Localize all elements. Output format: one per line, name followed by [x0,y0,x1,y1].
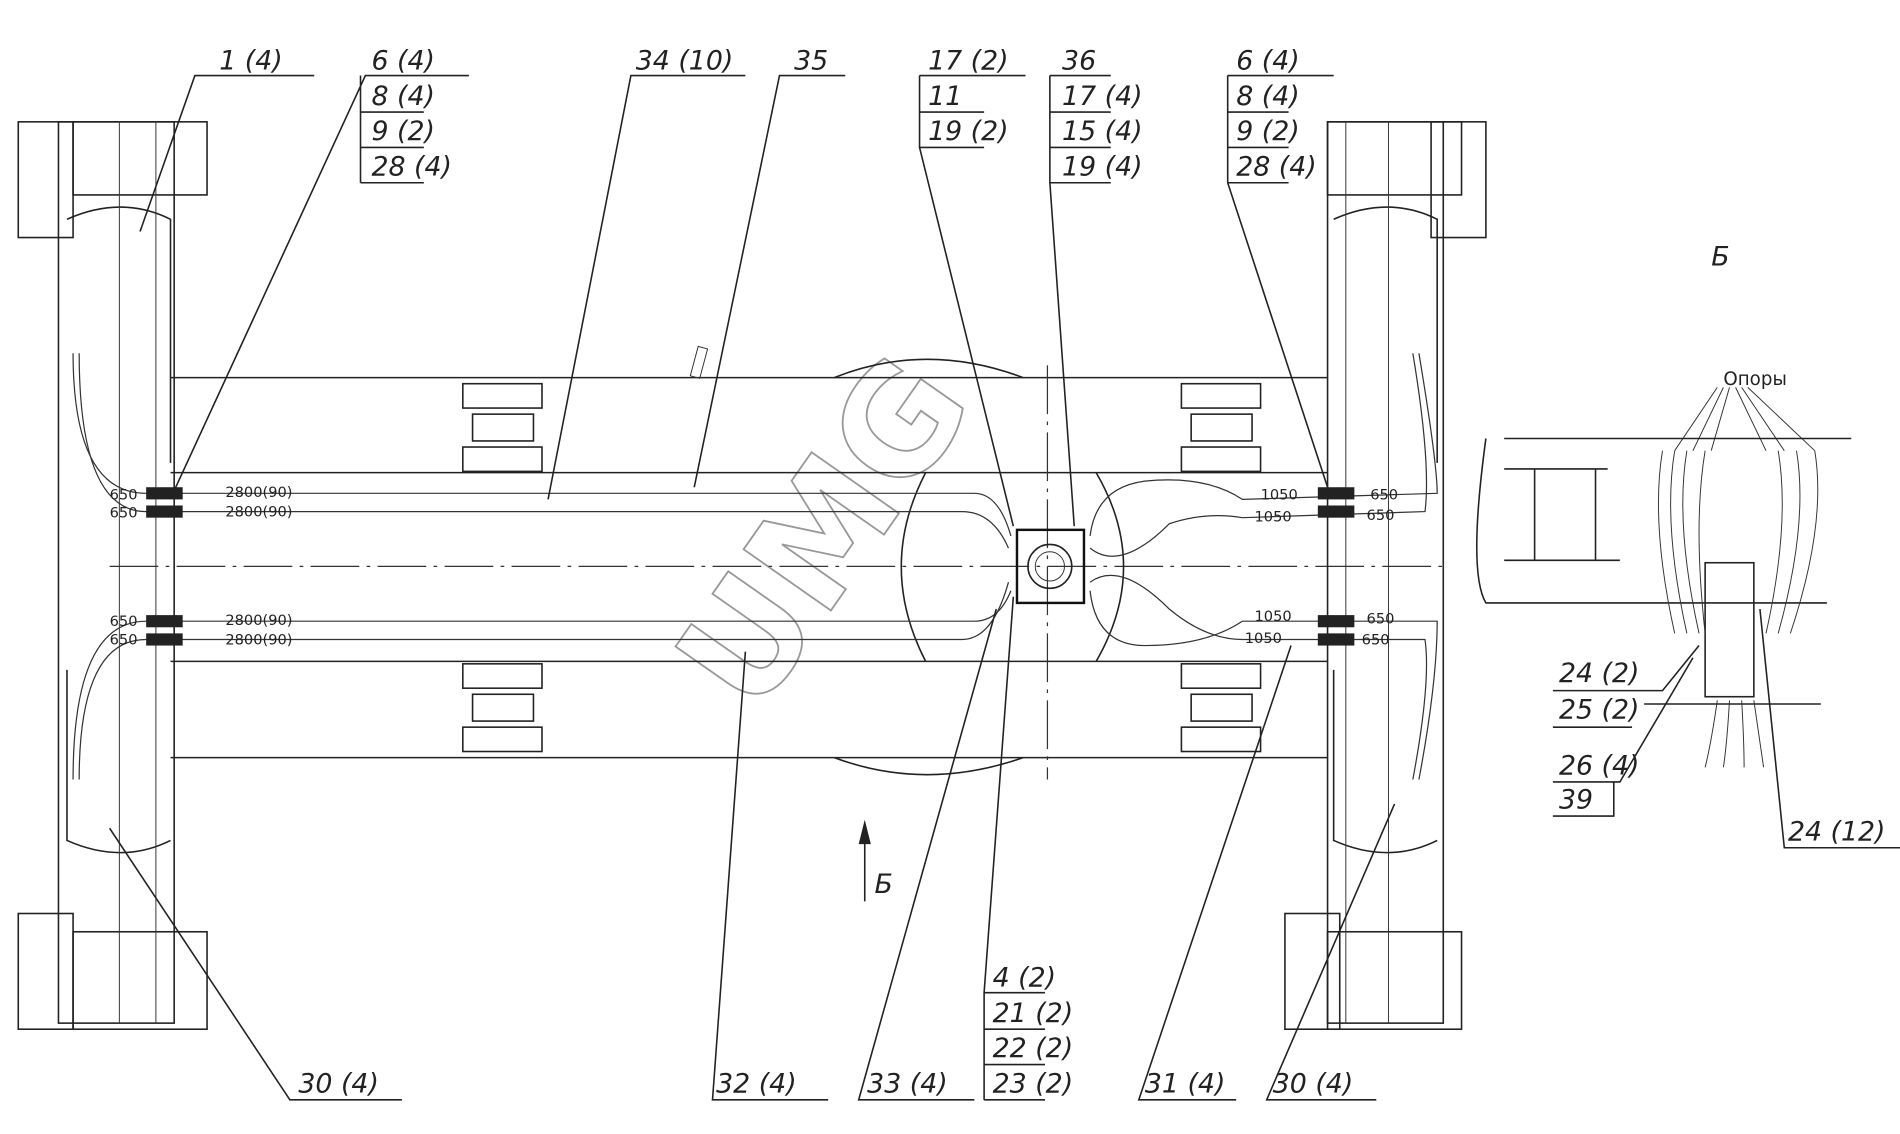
supports-label: Опоры [1723,369,1786,390]
callout-text: 6 (4) [371,45,435,76]
callout-left-stack: 6 (4) 8 (4) 9 (2) 28 (4) [172,45,469,494]
callout-text: 19 (2) [928,116,1009,147]
dim-650: 650 [110,486,138,503]
callout-text: 11 [928,81,962,112]
callout-text: 6 (4) [1236,45,1300,76]
callout-right-stack: 6 (4) 8 (4) 9 (2) 28 (4) [1226,45,1334,488]
callout-text: 19 (4) [1062,151,1143,182]
callout-1: 1 (4) [139,45,315,232]
dim-1050: 1050 [1254,508,1291,525]
callout-32: 32 (4) [711,651,829,1101]
dim-1050: 1050 [1245,630,1282,647]
dim-2800: 2800(90) [225,503,292,520]
dim-1050: 1050 [1261,486,1298,503]
view-arrow: Б [858,819,893,902]
dim-2800: 2800(90) [225,631,292,648]
watermark: UMG [645,327,1005,739]
dimension-labels: 650 650 650 650 2800(90) 2800(90) 2800(9… [110,484,1398,648]
dim-1050: 1050 [1254,608,1291,625]
callout-17-stack: 17 (2) 11 19 (2) [918,45,1026,527]
callout-text: 17 (2) [928,45,1009,76]
dim-2800: 2800(90) [225,612,292,629]
callout-text: 23 (2) [993,1069,1074,1100]
dim-650-right: 650 [1362,631,1390,648]
callout-35: 35 [693,45,846,488]
dim-650-right: 650 [1367,611,1395,628]
callout-text: 21 (2) [993,998,1074,1029]
callout-text: 8 (4) [371,81,435,112]
callout-30-right: 30 (4) [1265,803,1396,1101]
callout-33: 33 (4) [857,608,998,1101]
dim-650: 650 [110,505,138,522]
callout-24-12: 24 (12) [1788,816,1886,847]
callout-text: 36 [1062,45,1096,76]
callout-text: 17 (4) [1062,81,1143,112]
callout-text: 28 (4) [371,151,452,182]
callout-25-2: 25 (2) [1559,695,1640,726]
dim-650: 650 [110,631,138,648]
callouts: 1 (4) 6 (4) 8 (4) 9 (2) 28 (4) 34 (10) 3… [108,45,1396,1101]
callout-text: 32 (4) [716,1069,797,1100]
callout-34: 34 (10) [547,45,746,500]
callout-36-stack: 36 17 (4) 15 (4) 19 (4) [1049,45,1143,527]
callout-bottom-stack: 4 (2) 21 (2) 22 (2) 23 (2) [983,596,1074,1101]
dim-650: 650 [110,613,138,630]
dim-2800: 2800(90) [225,484,292,501]
detail-view-b: Б Опоры 24 (2) 25 (2) 26 (4) 39 24 (12) [1476,242,1900,849]
callout-text: 4 (2) [993,963,1056,994]
view-marker-label: Б [874,869,892,900]
callout-text: 35 [794,45,828,76]
callout-26-4: 26 (4) [1559,751,1640,782]
dim-650-right: 650 [1370,486,1398,503]
detail-title: Б [1711,242,1729,273]
callout-text: 33 (4) [867,1069,948,1100]
callout-text: 31 (4) [1145,1069,1226,1100]
callout-text: 9 (2) [1236,116,1300,147]
callout-text: 28 (4) [1236,151,1317,182]
callout-39: 39 [1559,785,1593,816]
callout-text: 30 (4) [298,1069,379,1100]
callout-text: 8 (4) [1236,81,1300,112]
callout-text: 22 (2) [993,1033,1074,1064]
callout-text: 9 (2) [371,116,435,147]
callout-31: 31 (4) [1137,645,1292,1101]
callout-text: 34 (10) [636,45,734,76]
dim-650-right: 650 [1367,507,1395,524]
main-frame [17,121,1487,1031]
callout-text: 30 (4) [1273,1069,1354,1100]
callout-24-2: 24 (2) [1559,658,1640,689]
callout-text: 15 (4) [1062,116,1143,147]
callout-text: 1 (4) [219,45,283,76]
callout-30-left: 30 (4) [108,827,402,1101]
